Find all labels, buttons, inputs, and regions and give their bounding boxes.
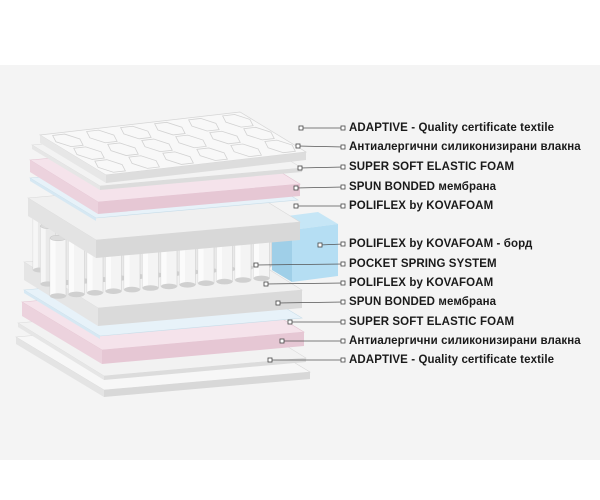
quilt-cell — [175, 134, 207, 149]
layer-top-textile-side-left — [40, 135, 106, 183]
layer-top-spun-membrane-side-left — [30, 178, 96, 221]
quilt-cell — [196, 147, 228, 161]
layer-bottom-fiber-side-left — [18, 323, 104, 380]
callout-connector — [298, 125, 346, 131]
label-spun-bonded-top: SPUN BONDED мембрана — [349, 181, 497, 193]
label-adaptive-textile-top: ADAPTIVE - Quality certificate textile — [349, 122, 555, 134]
quilt-cell — [120, 125, 152, 140]
quilt-cell — [230, 143, 262, 158]
layer-top-textile-side-right — [106, 152, 306, 183]
layer-bottom-pink-foam-side-left — [22, 302, 102, 364]
layer-bottom-fiber-side-right — [104, 358, 306, 380]
quilt-cell — [73, 146, 105, 160]
callout-connector — [279, 338, 346, 344]
layer-top-fiber-side-left — [32, 145, 100, 190]
callout-connector — [293, 203, 346, 209]
quilt-cell — [107, 142, 139, 156]
callout-connector — [295, 143, 346, 150]
callout-connector — [287, 319, 346, 325]
layer-top-pink-foam-side-left — [30, 160, 98, 214]
border-foam-side-right — [292, 224, 338, 282]
pocket-spring — [49, 234, 67, 299]
quilt-cell — [154, 121, 186, 136]
callout-connector — [253, 261, 346, 268]
layer-bottom-pink-foam-side-right — [102, 332, 304, 364]
quilt-cell — [94, 159, 126, 173]
quilt-cell — [243, 126, 275, 141]
callout-connector — [317, 241, 346, 248]
callout-connector — [297, 164, 346, 171]
quilt-cell — [222, 114, 254, 128]
quilt-cell — [162, 151, 194, 165]
layer-bottom-textile-side-right — [104, 372, 310, 397]
quilt-cell — [86, 129, 118, 144]
layer-bottom-textile-side-left — [16, 337, 104, 397]
layer-top-pink-foam-side-right — [98, 184, 300, 214]
label-poliflex-bottom: POLIFLEX by KOVAFOAM — [349, 277, 494, 289]
callout-connector — [267, 357, 346, 363]
quilt-cell — [209, 130, 241, 145]
quilt-cell — [141, 138, 173, 153]
layer-top-poliflex-side-left — [28, 198, 96, 258]
label-pocket-spring-system: POCKET SPRING SYSTEM — [349, 258, 497, 270]
label-adaptive-textile-bottom: ADAPTIVE - Quality certificate textile — [349, 354, 555, 366]
layer-bottom-poliflex-side-right — [98, 290, 302, 326]
layer-top-fiber-side-right — [100, 168, 302, 190]
label-poliflex-border: POLIFLEX by KOVAFOAM - борд — [349, 238, 533, 250]
layer-bottom-spun-membrane-side-left — [24, 290, 100, 339]
callout-connectors — [253, 125, 346, 363]
callout-connector — [263, 280, 346, 287]
callout-connector — [293, 184, 346, 191]
label-super-soft-foam-top: SUPER SOFT ELASTIC FOAM — [349, 161, 515, 173]
quilt-pattern — [52, 114, 296, 173]
label-antiallergic-fibers-top: Антиалергични силиконизирани влакна — [349, 141, 581, 153]
label-poliflex-top: POLIFLEX by KOVAFOAM — [349, 200, 494, 212]
label-super-soft-foam-bottom: SUPER SOFT ELASTIC FOAM — [349, 316, 515, 328]
layer-top-poliflex-side-right — [96, 222, 300, 258]
label-antiallergic-fibers-bottom: Антиалергични силиконизирани влакна — [349, 335, 581, 347]
quilt-cell — [52, 133, 84, 148]
quilt-cell — [188, 118, 220, 132]
callout-connector — [275, 299, 346, 306]
label-spun-bonded-bottom: SPUN BONDED мембрана — [349, 296, 497, 308]
quilt-cell — [128, 155, 160, 169]
quilt-cell — [264, 139, 296, 154]
